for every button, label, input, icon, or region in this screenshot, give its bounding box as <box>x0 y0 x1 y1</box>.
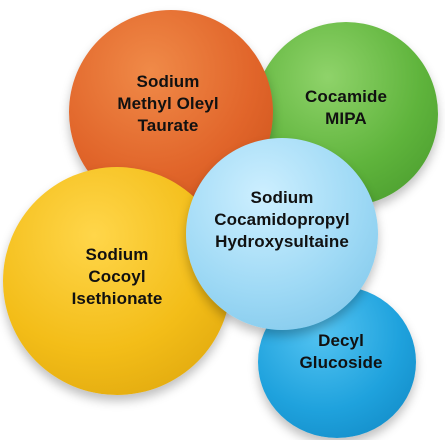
bubble-label: Sodium Cocoyl Isethionate <box>72 244 163 309</box>
bubble-label-line: Cocamide <box>304 87 388 107</box>
bubble-label: Decyl Glucoside <box>299 330 382 374</box>
bubble-sodium-cocamidopropyl-hydroxysultaine: Sodium Cocamidopropyl Hydroxysultaine <box>186 138 378 330</box>
bubble-label-line: Decyl <box>318 331 364 351</box>
bubble-label-line: Glucoside <box>299 353 383 372</box>
bubble-label-line: Sodium <box>250 188 314 208</box>
bubble-label-line: Methyl Oleyl <box>117 94 219 114</box>
bubble-label-line: Cocoyl <box>88 267 146 287</box>
bubble-label-line: Isethionate <box>71 288 163 308</box>
bubble-label-line: Hydroxysultaine <box>215 231 349 251</box>
bubble-label: Sodium Methyl Oleyl Taurate <box>117 71 218 136</box>
bubble-label-line: Taurate <box>137 115 199 135</box>
bubble-label: Cocamide MIPA <box>305 86 387 130</box>
bubble-label-line: Cocamidopropyl <box>214 210 350 230</box>
bubble-label-line: Sodium <box>136 72 200 92</box>
bubble-label-line: MIPA <box>325 109 367 128</box>
bubble-label: Sodium Cocamidopropyl Hydroxysultaine <box>214 187 350 252</box>
bubble-label-line: Sodium <box>85 245 149 265</box>
